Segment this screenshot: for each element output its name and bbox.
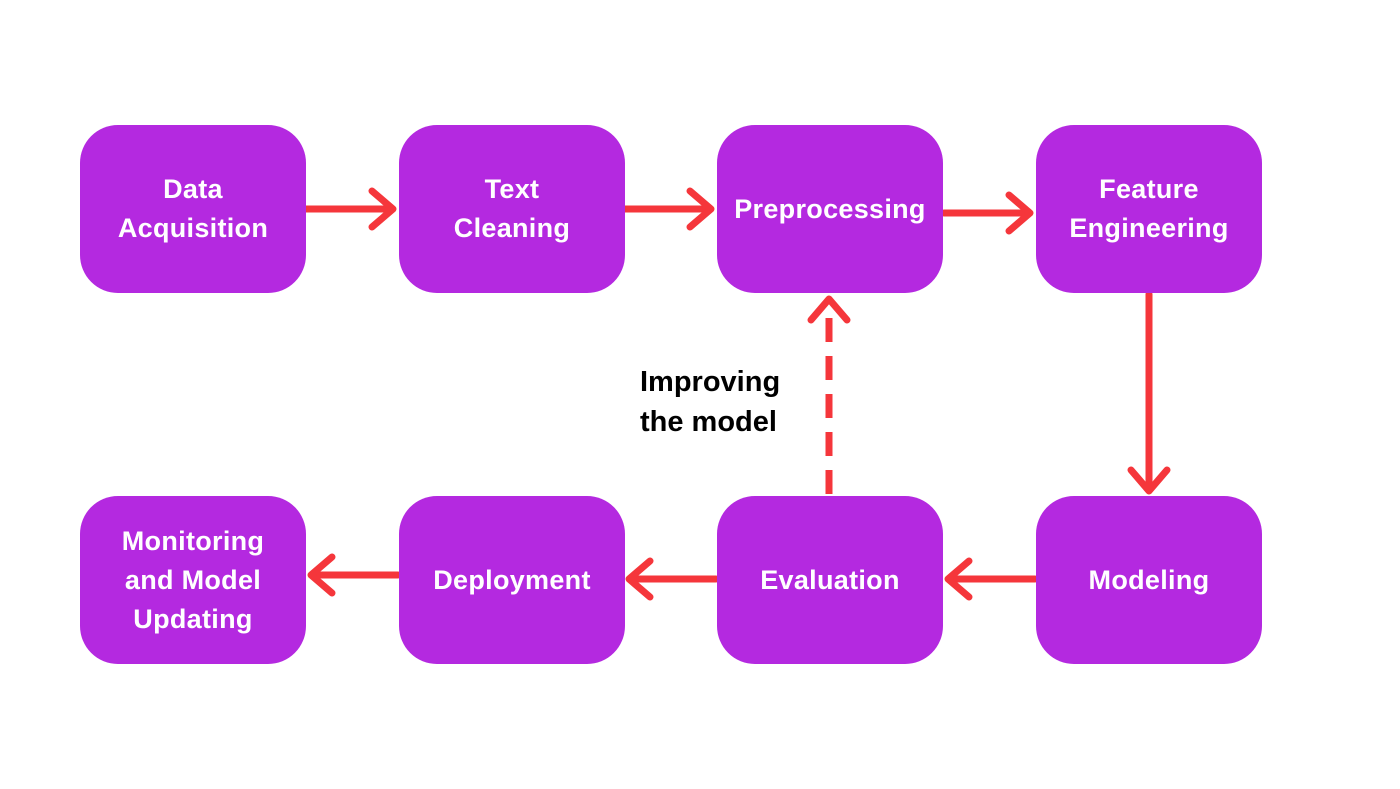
arrow-deployment-to-monitoring [307, 553, 402, 597]
node-label: Modeling [1088, 564, 1210, 595]
node-evaluation: Evaluation [717, 496, 943, 664]
arrow-preprocessing-to-feature-engineering [940, 191, 1034, 235]
node-feature-engineering: Feature Engineering [1036, 125, 1262, 293]
node-deployment: Deployment [399, 496, 625, 664]
node-preprocessing: Preprocessing [717, 125, 943, 293]
node-label: Deployment [433, 564, 591, 595]
arrow-modeling-to-evaluation [944, 557, 1039, 601]
arrow-text-cleaning-to-preprocessing [621, 187, 715, 231]
node-label: Evaluation [760, 564, 900, 595]
node-label: Data Acquisition [117, 174, 269, 243]
feedback-annotation: Improving the model [640, 366, 781, 438]
node-modeling: Modeling [1036, 496, 1262, 664]
node-label: Preprocessing [734, 193, 926, 224]
node-label: Text Cleaning [453, 174, 571, 243]
arrow-feature-engineering-to-modeling [1127, 290, 1171, 495]
node-label: Monitoring and Model Updating [121, 525, 265, 634]
node-label: Feature Engineering [1069, 174, 1229, 243]
arrow-evaluation-to-preprocessing-dashed [807, 295, 851, 494]
node-monitoring: Monitoring and Model Updating [80, 496, 306, 664]
arrow-data-acquisition-to-text-cleaning [302, 187, 397, 231]
arrow-evaluation-to-deployment [625, 557, 720, 601]
node-text-cleaning: Text Cleaning [399, 125, 625, 293]
node-data-acquisition: Data Acquisition [80, 125, 306, 293]
